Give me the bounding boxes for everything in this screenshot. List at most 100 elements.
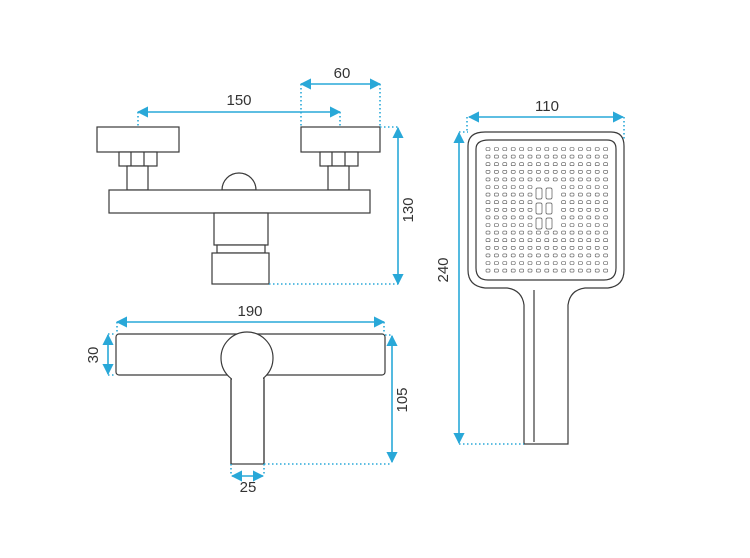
nozzle <box>561 208 566 212</box>
nozzle <box>561 185 566 189</box>
nozzle <box>502 147 508 151</box>
nozzle <box>519 192 524 197</box>
nozzle <box>494 185 499 189</box>
nozzle <box>536 268 541 273</box>
mixer-body-bar <box>108 189 371 214</box>
nozzle <box>527 253 533 258</box>
nozzle <box>561 162 566 166</box>
nozzle <box>594 238 600 242</box>
nozzle <box>494 208 499 212</box>
dimension-25: 25 <box>230 464 265 496</box>
nozzle <box>561 215 566 220</box>
nozzle <box>569 230 575 235</box>
nozzle <box>536 261 541 265</box>
nozzle <box>536 253 541 258</box>
nozzle <box>527 177 533 182</box>
nozzle <box>569 154 575 159</box>
nozzle <box>586 253 592 258</box>
nozzle <box>502 238 508 242</box>
dimension-105: 105 <box>264 334 411 465</box>
nozzle <box>485 208 491 212</box>
nozzle <box>519 154 524 159</box>
dim-label-30: 30 <box>85 347 102 364</box>
nozzle <box>485 154 491 159</box>
nozzle <box>502 192 508 197</box>
nozzle <box>594 253 600 258</box>
nozzle <box>536 238 541 242</box>
dim-label-110: 110 <box>535 98 559 115</box>
nozzle <box>603 208 608 212</box>
nozzle <box>586 200 592 204</box>
nozzle <box>502 185 508 189</box>
nozzle <box>485 238 491 242</box>
nozzle <box>510 154 516 159</box>
nozzle <box>536 246 541 250</box>
nozzle <box>485 246 491 250</box>
nozzle <box>544 230 550 235</box>
nozzle <box>527 154 533 159</box>
nozzle <box>519 253 524 258</box>
nozzle <box>561 192 566 197</box>
nozzle <box>536 147 541 151</box>
right-stem <box>327 165 350 191</box>
nozzle <box>561 154 566 159</box>
nozzle <box>502 261 508 265</box>
nozzle <box>485 200 491 204</box>
nozzle <box>519 162 524 166</box>
nozzle <box>578 208 583 212</box>
nozzle <box>603 185 608 189</box>
nozzle <box>510 208 516 212</box>
outlet-body <box>213 212 269 246</box>
nozzle <box>510 162 516 166</box>
nozzle <box>603 200 608 204</box>
nozzle <box>544 170 550 174</box>
center-slot <box>535 217 543 230</box>
nozzle <box>569 261 575 265</box>
nozzle <box>527 268 533 273</box>
nozzle <box>527 208 533 212</box>
nozzle <box>569 253 575 258</box>
nozzle <box>485 147 491 151</box>
nozzle <box>519 208 524 212</box>
nozzle <box>569 170 575 174</box>
nozzle <box>485 230 491 235</box>
nozzle <box>536 170 541 174</box>
nozzle <box>586 177 592 182</box>
dimension-240: 240 <box>435 131 524 445</box>
nozzle <box>578 246 583 250</box>
nozzle <box>569 246 575 250</box>
nozzle <box>494 215 499 220</box>
nozzle <box>594 147 600 151</box>
nozzle <box>510 170 516 174</box>
nozzle <box>510 261 516 265</box>
nozzle <box>586 185 592 189</box>
nozzle <box>561 147 566 151</box>
nozzle <box>536 154 541 159</box>
nozzle <box>494 177 499 182</box>
nozzle <box>502 246 508 250</box>
nozzle <box>586 154 592 159</box>
nozzle <box>578 253 583 258</box>
left-handle-cap <box>96 126 180 153</box>
nozzle <box>527 215 533 220</box>
nozzle <box>552 238 558 242</box>
nozzle <box>569 177 575 182</box>
nozzle <box>544 154 550 159</box>
nozzle <box>594 177 600 182</box>
nozzle <box>603 170 608 174</box>
nozzle <box>494 192 499 197</box>
nozzle <box>561 253 566 258</box>
dim-label-240: 240 <box>435 257 452 282</box>
dimension-150: 150 <box>136 92 342 127</box>
nozzle <box>502 215 508 220</box>
nozzle <box>544 147 550 151</box>
nozzle <box>594 162 600 166</box>
nozzle <box>502 170 508 174</box>
nozzle <box>519 185 524 189</box>
nozzle <box>527 223 533 227</box>
nozzle-grid <box>485 147 608 273</box>
nozzle <box>561 223 566 227</box>
nozzle <box>510 253 516 258</box>
nozzle <box>586 261 592 265</box>
